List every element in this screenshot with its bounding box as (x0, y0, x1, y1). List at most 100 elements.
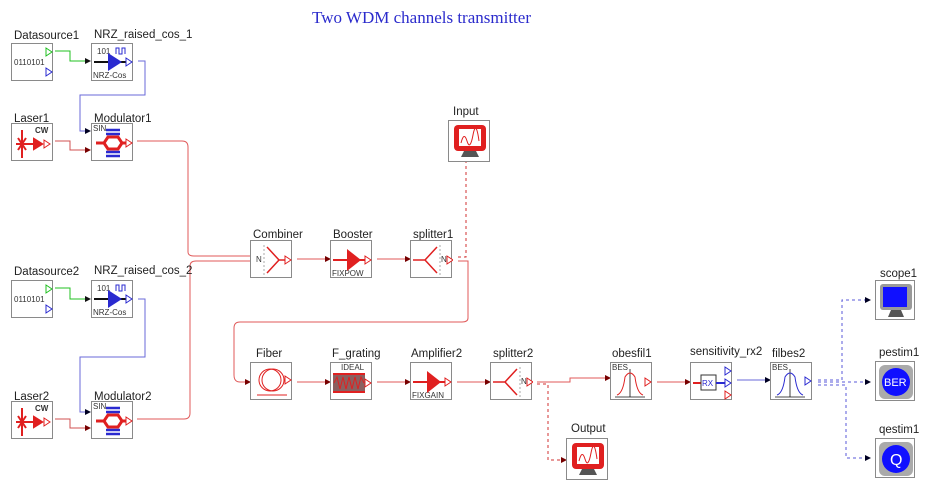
mach-zehnder-modulator-icon (96, 406, 133, 436)
modulator1-label: Modulator1 (94, 113, 152, 125)
q-estimator-icon: Q (879, 442, 913, 476)
ber-estimator-icon: BER (879, 365, 913, 399)
combiner-label: Combiner (253, 229, 303, 241)
datasource1-bits: 0110101 (14, 58, 45, 67)
obesfil1-label: obesfil1 (612, 348, 652, 360)
splitter-icon (413, 245, 453, 275)
bessel-filter-icon (775, 369, 812, 398)
fiber-grating-icon (333, 373, 372, 393)
booster-block[interactable]: FIXPOW (330, 240, 372, 278)
nrz-pulse-shaper-icon (94, 47, 133, 71)
splitter1-label: splitter1 (413, 229, 454, 241)
pestim1-block[interactable]: BER (875, 361, 915, 401)
wire-ds2-nrz2 (55, 287, 91, 302)
booster-label: Booster (333, 229, 373, 241)
input-scope-block[interactable] (448, 120, 490, 162)
wire-filbes2-qestim1 (818, 384, 871, 461)
wire-splitter2-obesfil1 (537, 375, 611, 383)
qestim1-label: qestim1 (879, 424, 920, 436)
sensitivity-tag: RX (702, 379, 714, 388)
amplifier-icon (413, 371, 452, 393)
splitter1-block[interactable]: N (410, 240, 453, 278)
sensitivity-label: sensitivity_rx2 (690, 346, 763, 358)
amplifier2-block[interactable]: FIXGAIN (410, 362, 452, 400)
port-icons (45, 47, 53, 77)
sensitivity-block[interactable]: RX (690, 362, 732, 400)
pestim1-tag: BER (884, 377, 907, 389)
modulator2-label: Modulator2 (94, 391, 152, 403)
booster-tag: FIXPOW (332, 269, 364, 278)
splitter2-block[interactable]: N (490, 362, 533, 400)
mach-zehnder-modulator-icon (96, 128, 133, 158)
electrical-scope-icon (880, 284, 912, 317)
wire-splitter2-output (537, 383, 567, 463)
laser-icon (16, 130, 51, 158)
fiber-label: Fiber (256, 348, 283, 360)
output-scope-block[interactable] (566, 438, 608, 480)
fiber-spool-icon (257, 368, 292, 396)
nrz1-label: NRZ_raised_cos_1 (94, 29, 193, 41)
modulator2-block[interactable]: SIN (91, 401, 133, 439)
datasource1-block[interactable]: 0110101 (11, 43, 53, 81)
laser2-block[interactable]: CW (11, 401, 53, 439)
oscilloscope-icon (454, 125, 486, 157)
combiner-block[interactable]: N (250, 240, 292, 278)
diagram-title: Two WDM channels transmitter (312, 8, 531, 27)
laser2-tag: CW (35, 404, 49, 413)
wire-mod1-combiner (137, 140, 250, 257)
nrz2-top-text: 101 (97, 284, 111, 293)
output-label: Output (571, 423, 606, 435)
wire-nrz1-mod1 (79, 60, 146, 134)
fgrating-label: F_grating (332, 348, 381, 360)
nrz2-bottom-text: NRZ-Cos (93, 308, 127, 317)
wire-mod2-combiner (137, 260, 250, 420)
amplifier2-tag: FIXGAIN (412, 391, 445, 400)
amplifier2-label: Amplifier2 (411, 348, 463, 360)
filbes2-label: filbes2 (772, 348, 806, 360)
laser1-label: Laser1 (14, 113, 50, 125)
oscilloscope-icon (572, 443, 604, 475)
scope1-label: scope1 (880, 268, 918, 280)
scope1-block[interactable] (875, 280, 915, 320)
splitter2-label: splitter2 (493, 348, 534, 360)
port-icons (45, 284, 53, 314)
splitter1-tag: N (441, 255, 447, 264)
combiner-icon (263, 245, 292, 275)
datasource2-label: Datasource2 (14, 266, 80, 278)
datasource1-label: Datasource1 (14, 30, 80, 42)
splitter-icon (493, 367, 533, 397)
wire-ds1-nrz1 (55, 50, 91, 64)
wire-splitter1-fiber (233, 260, 469, 385)
nrz-pulse-shaper-icon (94, 284, 133, 308)
combiner-tag: N (256, 255, 262, 264)
input-label: Input (453, 106, 479, 118)
filbes2-tag: BES (772, 363, 789, 372)
wire-laser1-mod1 (55, 140, 91, 153)
fgrating-tag: IDEAL (341, 363, 365, 372)
laser1-tag: CW (35, 126, 49, 135)
laser-icon (16, 408, 51, 436)
wire-laser2-mod2 (55, 418, 91, 431)
qestim1-block[interactable]: Q (875, 438, 915, 478)
wire-nrz2-mod2 (79, 298, 146, 415)
modulator1-tag: SIN (93, 124, 107, 133)
filbes2-block[interactable]: BES (770, 362, 812, 400)
nrz2-label: NRZ_raised_cos_2 (94, 265, 193, 277)
nrz2-block[interactable]: 101 NRZ-Cos (91, 280, 133, 318)
fiber-block[interactable] (250, 362, 292, 400)
datasource2-bits: 0110101 (14, 295, 45, 304)
modulator2-tag: SIN (93, 402, 107, 411)
laser1-block[interactable]: CW (11, 123, 53, 161)
obesfil1-block[interactable]: BES (610, 362, 652, 400)
fgrating-block[interactable]: IDEAL (330, 362, 372, 400)
datasource2-block[interactable]: 0110101 (11, 280, 53, 318)
modulator1-block[interactable]: SIN (91, 123, 133, 161)
nrz1-block[interactable]: 101 NRZ-Cos (91, 43, 133, 81)
amplifier-icon (333, 249, 372, 271)
receiver-icon: RX (693, 366, 732, 400)
nrz1-top-text: 101 (97, 47, 111, 56)
pestim1-label: pestim1 (879, 347, 920, 359)
qestim1-tag: Q (890, 452, 902, 469)
